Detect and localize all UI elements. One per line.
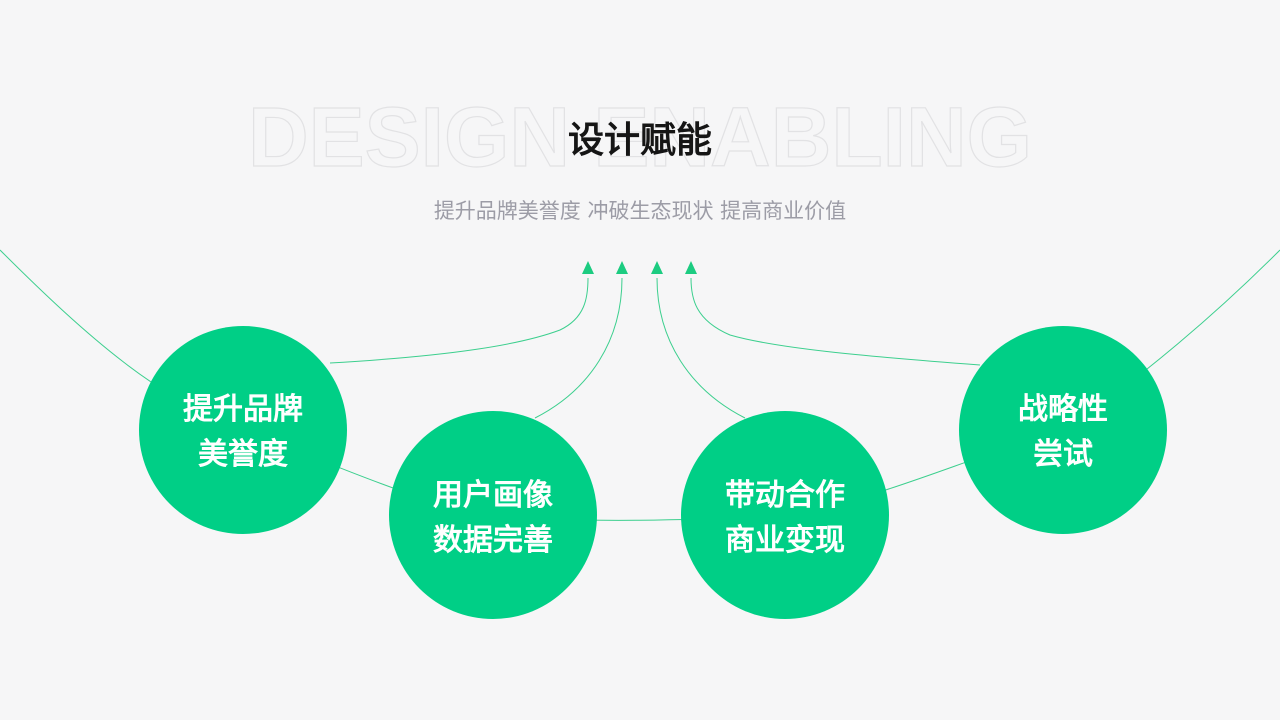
node-label-line2: 商业变现 — [725, 523, 845, 558]
arrow-up-icon — [582, 261, 594, 274]
arrow-up-icon — [616, 261, 628, 274]
node-user-profile: 用户画像 数据完善 — [389, 411, 597, 619]
node-cooperation-monetization: 带动合作 商业变现 — [681, 411, 889, 619]
node-label-line2: 美誉度 — [198, 437, 288, 472]
node-brand-reputation: 提升品牌 美誉度 — [139, 326, 347, 534]
flow-line-2 — [534, 277, 623, 419]
arrow-up-icon — [651, 261, 663, 274]
node-label-line1: 带动合作 — [725, 478, 845, 513]
node-label-line1: 用户画像 — [433, 478, 553, 513]
node-strategic-attempt: 战略性 尝试 — [959, 326, 1167, 534]
arrow-up-icon — [685, 261, 697, 274]
node-circle — [959, 326, 1167, 534]
node-label-line1: 提升品牌 — [183, 392, 303, 427]
node-circle — [681, 411, 889, 619]
page-subtitle: 提升品牌美誉度 冲破生态现状 提高商业价值 — [434, 199, 846, 223]
node-circle — [139, 326, 347, 534]
node-label-line2: 尝试 — [1033, 437, 1093, 472]
background-word: DESIGN ENABLING — [248, 90, 1032, 184]
flow-line-4 — [690, 277, 981, 366]
page-title: 设计赋能 — [568, 120, 712, 161]
flow-line-3 — [656, 277, 746, 419]
node-label-line2: 数据完善 — [433, 523, 553, 558]
flow-line-1 — [329, 277, 589, 364]
node-label-line1: 战略性 — [1018, 392, 1108, 427]
node-circle — [389, 411, 597, 619]
